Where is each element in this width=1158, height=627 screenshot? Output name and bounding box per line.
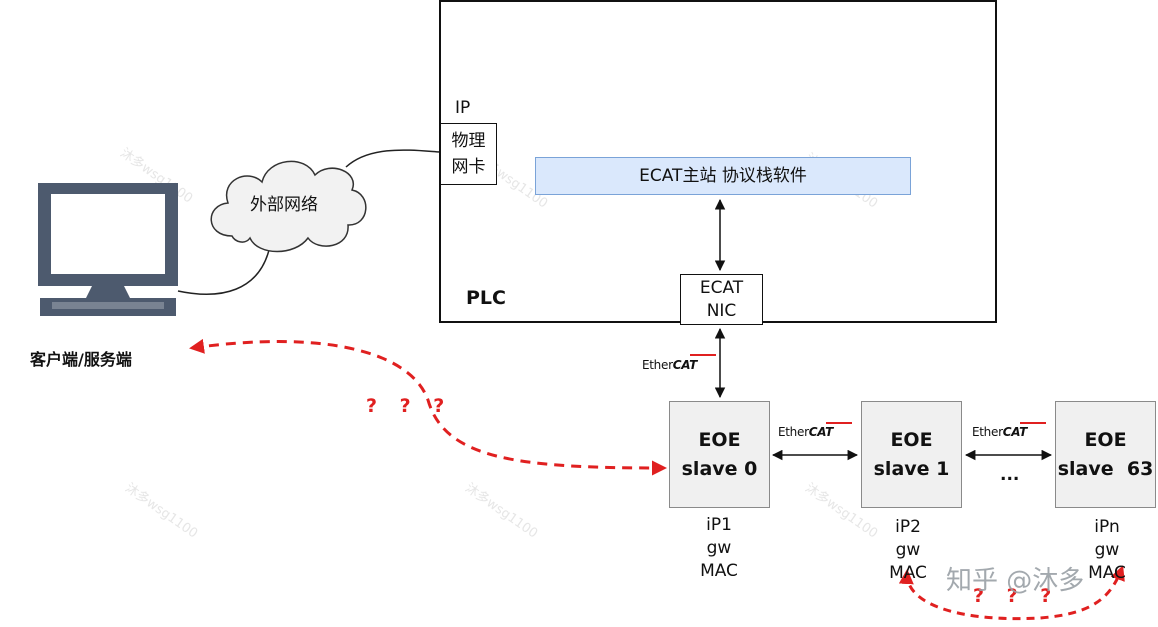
ethercat-logo-cat: CAT	[808, 425, 834, 439]
slave-0-info: iP1 gw MAC	[679, 514, 759, 583]
ethercat-logo-cat: CAT	[1002, 425, 1028, 439]
ecat-nic-line1: ECAT	[699, 278, 744, 298]
question-marks-left: ? ? ?	[366, 395, 453, 417]
cloud-label: 外部网络	[250, 195, 318, 215]
slave-63-info: iPn gw MAC	[1067, 516, 1147, 585]
eoe-slave-1-box: EOE slave 1	[861, 401, 962, 508]
slave-63-subtitle: slave 63	[1057, 458, 1154, 480]
slave-0-gw: gw	[706, 538, 732, 558]
slave-63-title: EOE	[1084, 429, 1127, 451]
slave-0-ip: iP1	[706, 515, 732, 535]
slave-63-mac: MAC	[1088, 563, 1126, 583]
client-server-label: 客户端/服务端	[30, 350, 132, 369]
cloud-icon	[210, 160, 367, 253]
ethercat-logo-ether: Ether	[778, 425, 809, 439]
plc-label: PLC	[466, 287, 506, 309]
slave-1-ip: iP2	[895, 517, 921, 537]
ethercat-logo: EtherCAT	[972, 425, 1027, 439]
ecat-master-stack-box: ECAT主站 协议栈软件	[535, 157, 911, 195]
eoe-slave-0-box: EOE slave 0	[669, 401, 770, 508]
physical-nic-line2: 网卡	[451, 157, 486, 177]
slave-0-subtitle: slave 0	[681, 458, 758, 480]
physical-nic-line1: 物理	[451, 131, 486, 151]
computer-icon	[38, 183, 178, 316]
slave-63-ip: iPn	[1094, 517, 1120, 537]
zhihu-watermark: 知乎 @沐多	[946, 566, 1085, 596]
ellipsis: ...	[1000, 465, 1020, 485]
slave-0-mac: MAC	[700, 561, 738, 581]
physical-nic-box: 物理 网卡	[440, 123, 497, 185]
ip-label: IP	[455, 98, 471, 118]
slave-1-title: EOE	[890, 429, 933, 451]
ecat-nic-line2: NIC	[706, 301, 737, 321]
ethercat-logo-ether: Ether	[972, 425, 1003, 439]
slave-1-subtitle: slave 1	[873, 458, 950, 480]
slave-0-title: EOE	[698, 429, 741, 451]
eoe-slave-63-box: EOE slave 63	[1055, 401, 1156, 508]
slave-1-info: iP2 gw MAC	[868, 516, 948, 585]
ethercat-logo: EtherCAT	[778, 425, 833, 439]
ecat-nic-box: ECAT NIC	[680, 274, 763, 325]
ethercat-logo: EtherCAT	[642, 358, 697, 372]
question-marks-right: ? ? ?	[973, 585, 1060, 607]
ethercat-logo-cat: CAT	[672, 358, 698, 372]
ethercat-logo-ether: Ether	[642, 358, 673, 372]
slave-1-gw: gw	[895, 540, 921, 560]
slave-63-gw: gw	[1094, 540, 1120, 560]
slave-1-mac: MAC	[889, 563, 927, 583]
